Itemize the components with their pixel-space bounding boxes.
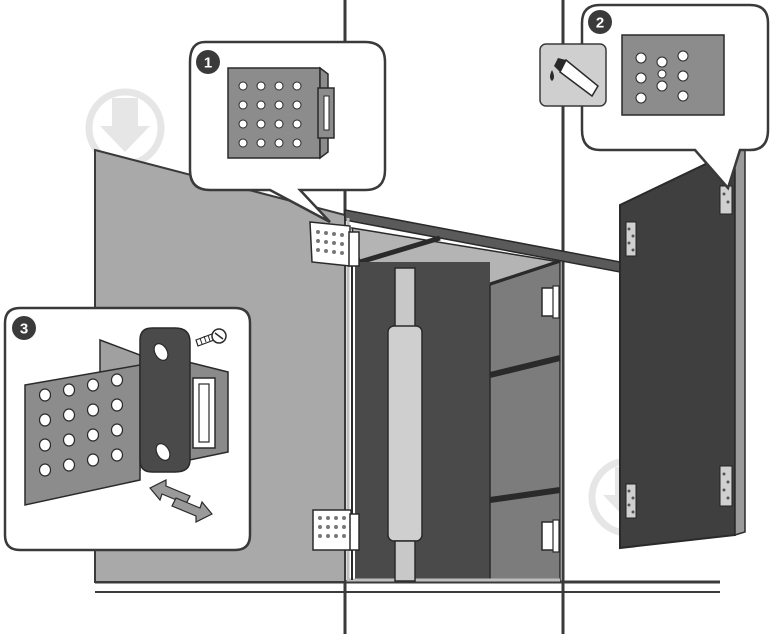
- magnetic-catch-assembly: [24, 327, 229, 506]
- step-2-number: 2: [596, 15, 604, 32]
- door-plate-top: [309, 221, 360, 267]
- screw-icon: [195, 328, 227, 347]
- callout-step-3: 3: [3, 306, 252, 552]
- slide-arrows-icon: [149, 479, 213, 523]
- glue-tube-icon: [539, 43, 607, 107]
- step-2-badge: [588, 10, 612, 34]
- step-1-number: 1: [204, 55, 212, 72]
- step-3-number: 3: [20, 321, 28, 338]
- callout-step-1: 1: [188, 40, 387, 224]
- callout-step-2: 2: [580, 3, 770, 191]
- glue-plate: [621, 34, 725, 116]
- step-1-badge: [196, 50, 220, 74]
- open-door: [619, 144, 746, 550]
- cabinet-box: [344, 209, 621, 582]
- perforated-plate: [227, 66, 335, 160]
- step-3-badge: [12, 316, 36, 340]
- door-plate-bottom: [312, 509, 360, 551]
